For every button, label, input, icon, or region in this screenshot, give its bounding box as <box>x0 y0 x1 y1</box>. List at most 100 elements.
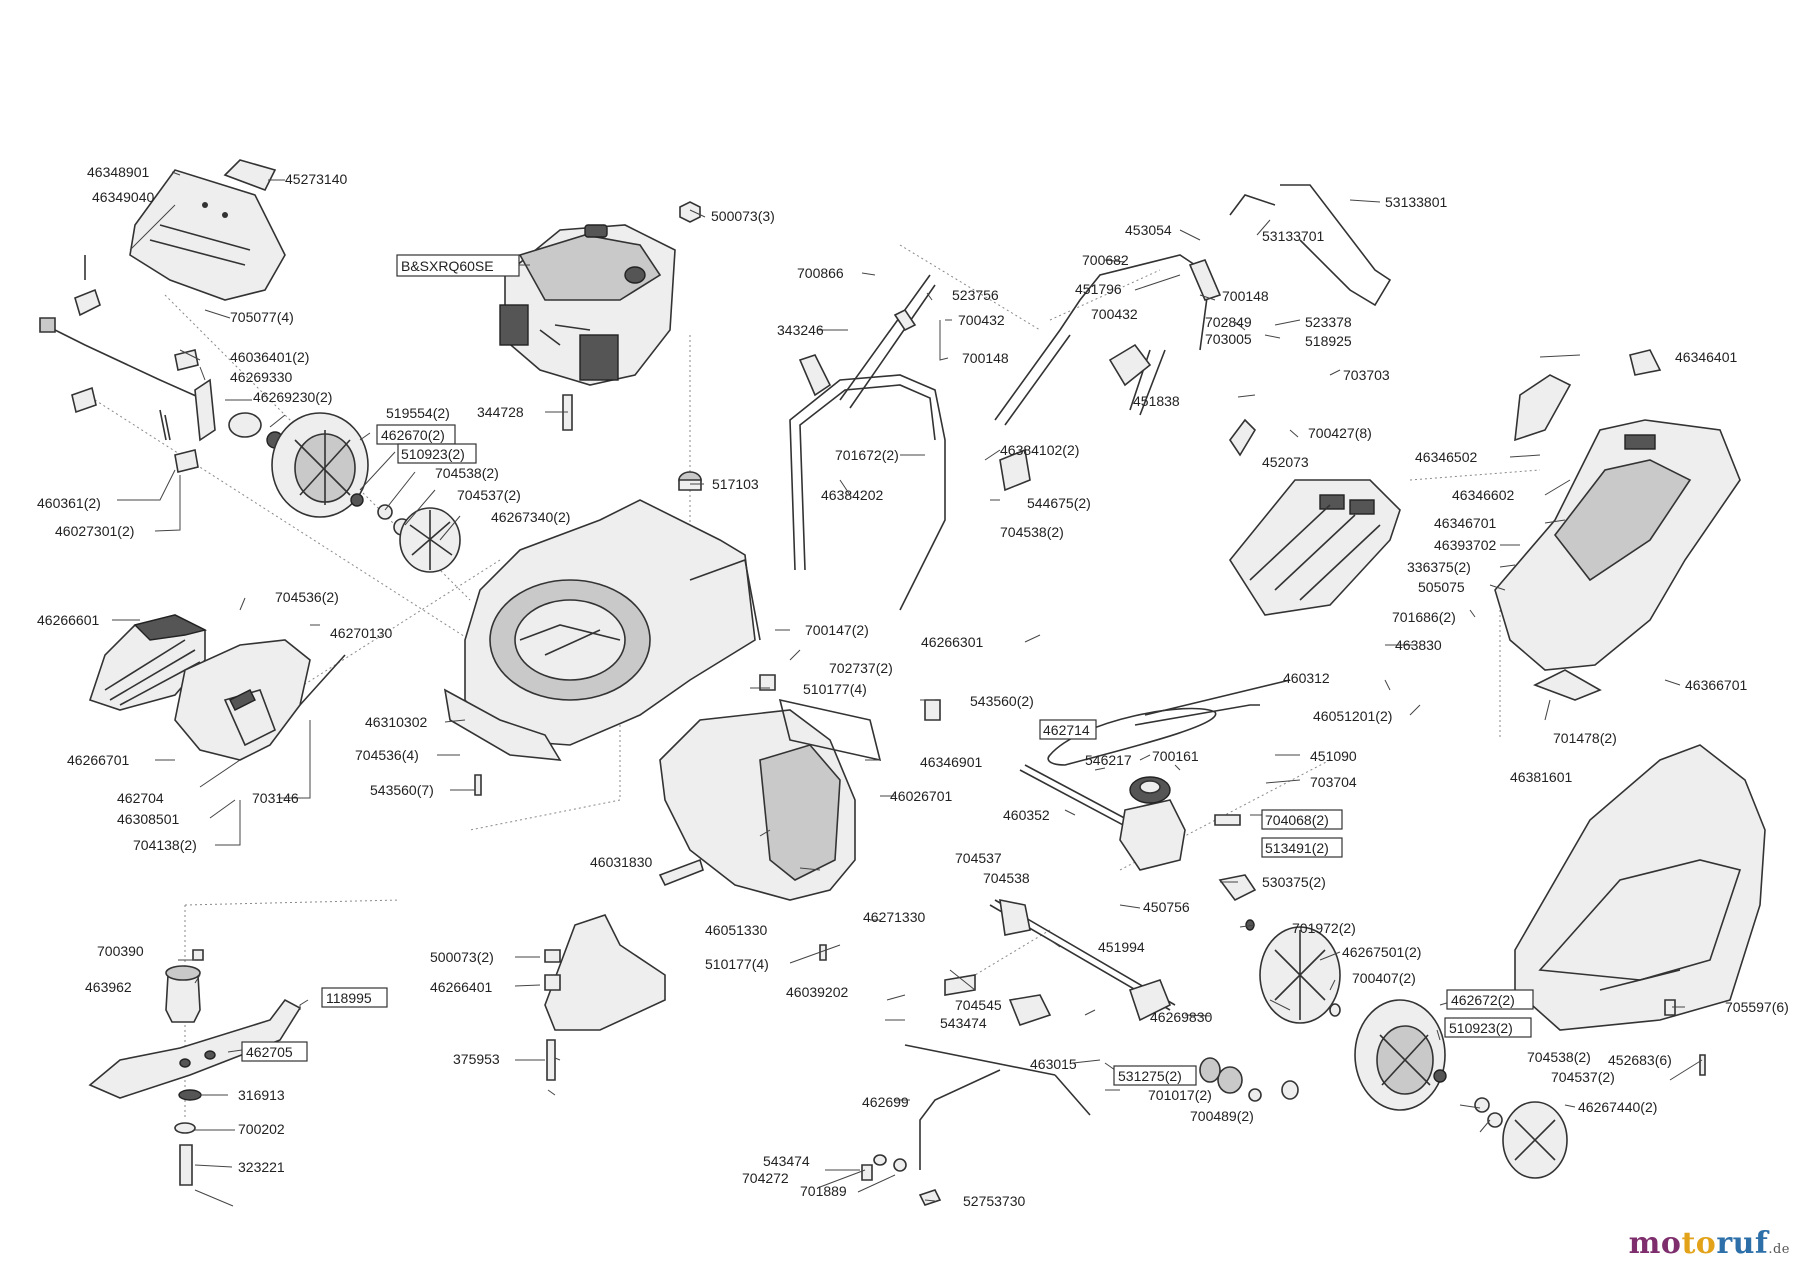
part-label: 46270130 <box>330 625 393 641</box>
part-label: 46346502 <box>1415 449 1478 465</box>
part-label: 463830 <box>1395 637 1442 653</box>
height-adjust-lever-part <box>39 255 216 473</box>
part-label: 53133701 <box>1262 228 1325 244</box>
part-label: 46039202 <box>786 984 849 1000</box>
part-label: 46266601 <box>37 612 100 628</box>
part-label: 46031830 <box>590 854 653 870</box>
part-label: 544675(2) <box>1027 495 1091 511</box>
side-discharge-part <box>88 614 346 761</box>
part-label: 460352 <box>1003 807 1050 823</box>
part-label: 46267440(2) <box>1578 1099 1657 1115</box>
right-fasteners <box>861 999 1706 1206</box>
part-label: 700432 <box>958 312 1005 328</box>
part-label: 700390 <box>97 943 144 959</box>
part-label: 46381601 <box>1510 769 1573 785</box>
part-label: 518925 <box>1305 333 1352 349</box>
boxed-part-label: 462714 <box>1043 722 1090 738</box>
part-label: 703704 <box>1310 774 1357 790</box>
mower-deck-part <box>443 499 761 761</box>
part-label: 46051201(2) <box>1313 708 1392 724</box>
part-label: 700202 <box>238 1121 285 1137</box>
part-label: 701889 <box>800 1183 847 1199</box>
part-label: 543474 <box>763 1153 810 1169</box>
part-label: 453054 <box>1125 222 1172 238</box>
part-label: 46269330 <box>230 369 293 385</box>
part-label: 523756 <box>952 287 999 303</box>
part-label: 530375(2) <box>1262 874 1326 890</box>
part-label: 46271330 <box>863 909 926 925</box>
part-label: 702737(2) <box>829 660 893 676</box>
part-label: 46026701 <box>890 788 953 804</box>
part-label: 510177(4) <box>705 956 769 972</box>
part-label: 705077(4) <box>230 309 294 325</box>
part-label: 704538 <box>983 870 1030 886</box>
part-label: 704537(2) <box>457 487 521 503</box>
part-label: 46310302 <box>365 714 428 730</box>
part-label: 543474 <box>940 1015 987 1031</box>
part-label: 463015 <box>1030 1056 1077 1072</box>
drive-belt-part <box>1047 707 1217 766</box>
handle-part <box>789 184 1392 611</box>
part-label: 703703 <box>1343 367 1390 383</box>
part-label: 500073(2) <box>430 949 494 965</box>
part-label: 700161 <box>1152 748 1199 764</box>
part-label: 702849 <box>1205 314 1252 330</box>
part-label: 344728 <box>477 404 524 420</box>
part-label: 700866 <box>797 265 844 281</box>
part-label: 375953 <box>453 1051 500 1067</box>
part-label: 704538(2) <box>435 465 499 481</box>
part-label: 460312 <box>1283 670 1330 686</box>
part-label: 704538(2) <box>1527 1049 1591 1065</box>
part-label: 463962 <box>85 979 132 995</box>
engine-fasteners <box>562 201 702 491</box>
part-label: 703005 <box>1205 331 1252 347</box>
part-label: 703146 <box>252 790 299 806</box>
part-label: 46348901 <box>87 164 150 180</box>
part-label: 451838 <box>1133 393 1180 409</box>
boxed-part-label: 513491(2) <box>1265 840 1329 856</box>
part-label: 52753730 <box>963 1193 1026 1209</box>
part-label: 46269830 <box>1150 1009 1213 1025</box>
part-label: 500073(3) <box>711 208 775 224</box>
part-label: 704272 <box>742 1170 789 1186</box>
boxed-part-label: B&SXRQ60SE <box>401 258 494 274</box>
blade-part <box>88 949 302 1186</box>
grassbox-lid-part <box>1229 479 1401 616</box>
part-label: 53133801 <box>1385 194 1448 210</box>
part-label: 46349040 <box>92 189 155 205</box>
part-label: 700427(8) <box>1308 425 1372 441</box>
boxed-part-label: 704068(2) <box>1265 812 1329 828</box>
part-label: 700147(2) <box>805 622 869 638</box>
part-label: 343246 <box>777 322 824 338</box>
part-label: 519554(2) <box>386 405 450 421</box>
rear-axle-part <box>904 898 1243 1170</box>
part-label: 704538(2) <box>1000 524 1064 540</box>
boxed-label-frames <box>241 254 1534 1086</box>
mulch-insert-part <box>544 698 882 1031</box>
watermark-part-2: to <box>1681 1226 1717 1261</box>
part-label: 704537 <box>955 850 1002 866</box>
part-label: 452073 <box>1262 454 1309 470</box>
part-label: 46393702 <box>1434 537 1497 553</box>
part-label: 704536(4) <box>355 747 419 763</box>
part-label: 704138(2) <box>133 837 197 853</box>
part-label: 46346701 <box>1434 515 1497 531</box>
part-label: 46266301 <box>921 634 984 650</box>
part-label: 336375(2) <box>1407 559 1471 575</box>
leader-lines <box>112 171 1703 1207</box>
boxed-part-label: 462670(2) <box>381 427 445 443</box>
part-label: 46027301(2) <box>55 523 134 539</box>
part-label: 45273140 <box>285 171 348 187</box>
part-label: 451994 <box>1098 939 1145 955</box>
bolt-parts <box>474 674 941 1081</box>
part-label: 450756 <box>1143 899 1190 915</box>
part-label: 701017(2) <box>1148 1087 1212 1103</box>
watermark-part-1: mo <box>1628 1226 1682 1261</box>
part-label: 704536(2) <box>275 589 339 605</box>
part-number-labels: 46348901 45273140 46349040 705077(4) 460… <box>37 164 1789 1209</box>
part-label: 543560(7) <box>370 782 434 798</box>
part-label: 451796 <box>1075 281 1122 297</box>
part-label: 316913 <box>238 1087 285 1103</box>
part-label: 701672(2) <box>835 447 899 463</box>
